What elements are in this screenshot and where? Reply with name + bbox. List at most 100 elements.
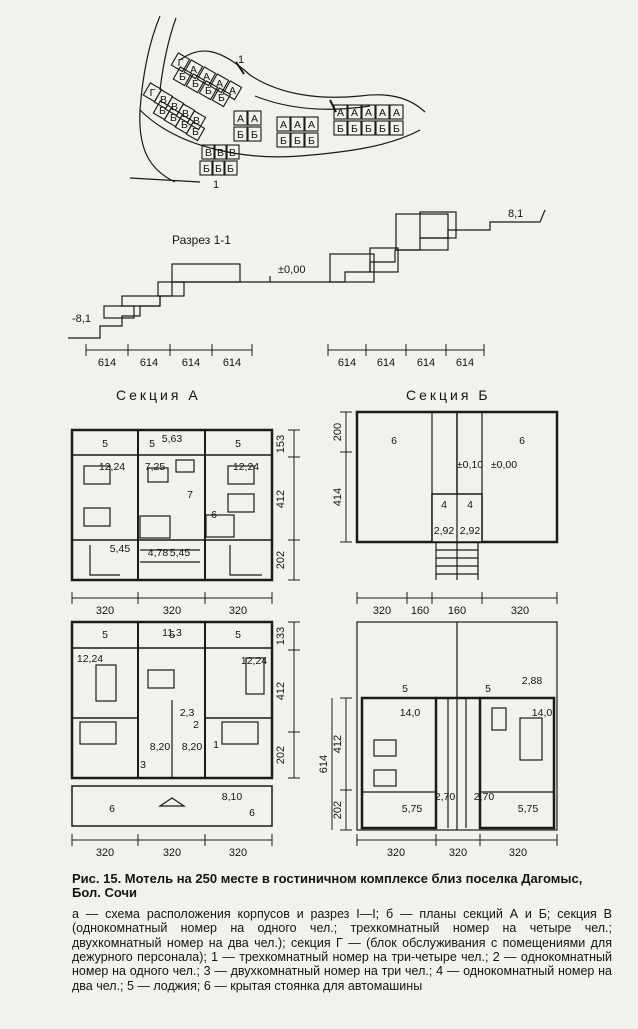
room-label-a-bottom: 2 xyxy=(193,719,199,731)
terrace-outline-2 xyxy=(254,95,371,110)
site-block-label: Б xyxy=(170,112,177,124)
site-block-label: В xyxy=(182,108,189,120)
room-label-a-bottom: 12,24 xyxy=(77,653,103,665)
dim-side-a-top: 412 xyxy=(275,490,287,508)
section-dim-right: 614 xyxy=(377,357,395,369)
site-block-label: А xyxy=(351,107,358,119)
site-block-cell xyxy=(247,110,262,126)
dim-side-b-top: 414 xyxy=(332,488,344,506)
site-block-cell xyxy=(170,52,191,73)
room-label-a-bottom: 11,3 xyxy=(162,627,182,639)
dim-bottom-a-top: 320 xyxy=(229,605,247,617)
site-block-label: А xyxy=(308,119,315,131)
room-label-a-bottom: 8,20 xyxy=(182,741,203,753)
site-block-label: Б xyxy=(215,163,222,175)
room-label-b-bottom: 5 xyxy=(402,683,408,695)
dim-bottom-b-bottom: 320 xyxy=(509,847,527,859)
site-block-label: А xyxy=(294,119,301,131)
road-outline xyxy=(139,15,176,183)
plan-b-top-dim-lines xyxy=(340,411,558,604)
room-label-a-top: 6 xyxy=(211,509,217,521)
room-label-a-bottom: 5 xyxy=(235,629,241,641)
section-dim-right: 614 xyxy=(338,357,356,369)
site-block-label: Б xyxy=(205,85,212,97)
site-block-label: Б xyxy=(251,129,258,141)
site-block-cell xyxy=(223,160,238,176)
dim-bottom-a-top: 320 xyxy=(96,605,114,617)
site-block-label: Б xyxy=(294,135,301,147)
site-block-cell xyxy=(276,132,291,148)
site-block-label: А xyxy=(251,113,258,125)
room-label-b-top: 6 xyxy=(391,435,397,447)
plan-a-bottom-dim-lines xyxy=(71,621,300,846)
site-block-cell xyxy=(361,104,376,120)
site-block-label: Б xyxy=(365,123,372,135)
site-block-cell xyxy=(389,120,404,136)
site-block-label: Б xyxy=(393,123,400,135)
site-block-label: Б xyxy=(203,163,210,175)
caption-heading: Рис. 15. Мотель на 250 месте в гостиничн… xyxy=(72,871,583,901)
room-label-a-top: 5 xyxy=(149,438,155,450)
site-block-label: А xyxy=(365,107,372,119)
dim-side-a-top: 153 xyxy=(275,435,287,453)
site-block-label: Б xyxy=(379,123,386,135)
site-block-cell xyxy=(211,87,232,108)
level-bottom: -8,1 xyxy=(72,313,91,325)
site-block-label: Б xyxy=(227,163,234,175)
room-label-a-bottom: 8,20 xyxy=(150,741,171,753)
site-block-cell xyxy=(290,132,305,148)
room-label-a-bottom: 5 xyxy=(102,629,108,641)
room-label-a-top: 5,45 xyxy=(110,543,131,555)
room-label-a-bottom: 12,24 xyxy=(241,655,267,667)
room-label-b-top: ±0,00 xyxy=(491,459,517,471)
site-block-label: А xyxy=(237,113,244,125)
site-block-label: Б xyxy=(218,92,225,104)
road-outline-inner xyxy=(159,17,177,91)
section-a-title: Секция А xyxy=(116,387,201,403)
dim-side-a-bottom: 202 xyxy=(275,746,287,764)
dim-side-a-bottom: 412 xyxy=(275,682,287,700)
room-label-a-top: 7 xyxy=(187,489,193,501)
room-label-b-bottom: 14,0 xyxy=(400,707,421,719)
site-block-cell xyxy=(375,120,390,136)
site-block-cell xyxy=(304,116,319,132)
cut-mark-bottom: 1 xyxy=(213,179,219,191)
room-label-b-bottom: 2,88 xyxy=(522,675,543,687)
room-label-b-top: 2,92 xyxy=(434,525,455,537)
dim-bottom-a-bottom: 320 xyxy=(229,847,247,859)
site-block-cell xyxy=(290,116,305,132)
site-block-label: Б xyxy=(237,129,244,141)
dim-side-a-bottom: 133 xyxy=(275,627,287,645)
site-block-label: В xyxy=(217,147,224,159)
site-block-cell xyxy=(185,73,206,94)
site-block-cell xyxy=(333,104,348,120)
dim-bottom-b-top: 320 xyxy=(373,605,391,617)
room-label-a-bottom: 6 xyxy=(109,803,115,815)
room-label-b-bottom: 5 xyxy=(485,683,491,695)
room-label-a-top: 12,24 xyxy=(99,461,125,473)
site-block-cell xyxy=(333,120,348,136)
site-block-cell xyxy=(201,144,216,160)
room-label-a-bottom: 8,10 xyxy=(222,791,243,803)
site-block-cell xyxy=(276,116,291,132)
cut-mark-top: 1 xyxy=(238,54,244,66)
terrace-outline xyxy=(179,50,426,113)
section-dim-left: 614 xyxy=(182,357,200,369)
site-block-label: Б xyxy=(192,78,199,90)
plan-a-bottom xyxy=(70,620,274,827)
room-label-b-bottom: 5,75 xyxy=(402,803,423,815)
plan-b-top xyxy=(355,410,559,580)
site-block-label: Г xyxy=(178,57,184,69)
site-block-label: А xyxy=(393,107,400,119)
room-label-b-top: 6 xyxy=(519,435,525,447)
site-block-label: А xyxy=(379,107,386,119)
site-block-label: В xyxy=(160,94,167,106)
site-block-label: Б xyxy=(308,135,315,147)
section-dim-lines xyxy=(85,344,485,356)
site-block-label: Б xyxy=(337,123,344,135)
